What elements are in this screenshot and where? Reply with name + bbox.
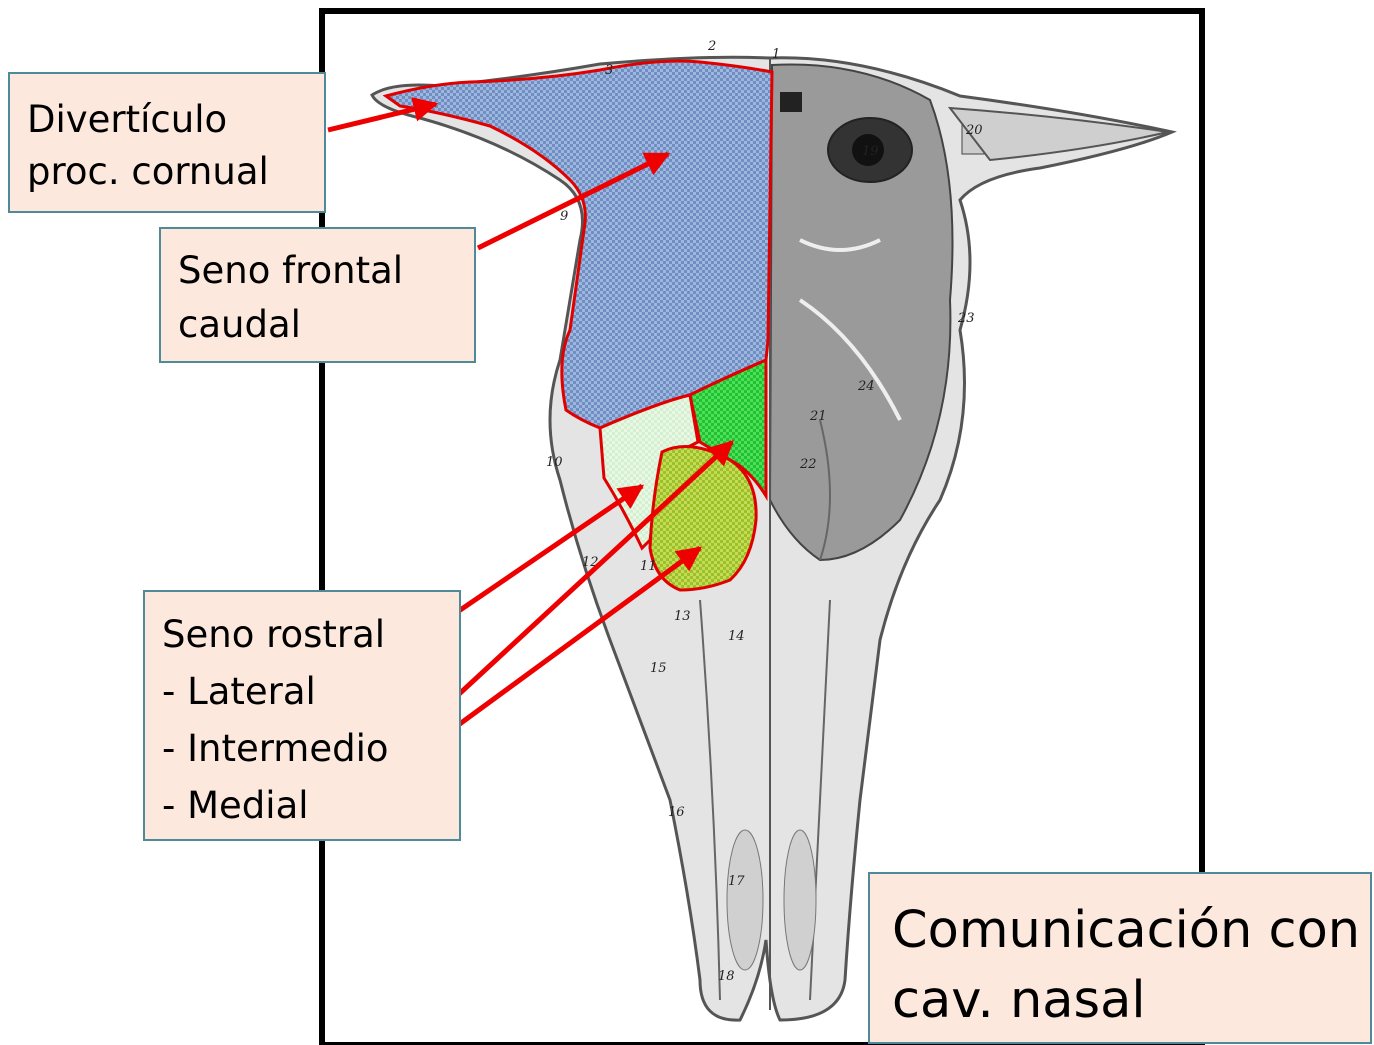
label-line-lateral: - Lateral — [162, 663, 459, 720]
skull-number: 18 — [718, 969, 735, 984]
skull-number: 19 — [784, 97, 801, 112]
label-diverticulo-proc-cornual: Divertículo proc. cornual — [8, 72, 326, 213]
skull-number: 21 — [809, 409, 827, 424]
label-line: proc. cornual — [27, 146, 324, 198]
label-line: cav. nasal — [892, 966, 1370, 1036]
skull-number: 3 — [605, 63, 613, 78]
skull-number: 2 — [707, 39, 716, 54]
skull-number: 11 — [640, 559, 657, 574]
skull-number: 14 — [728, 629, 745, 644]
label-line: Comunicación con — [892, 896, 1370, 966]
skull-number: 17 — [728, 874, 745, 889]
skull-number: 16 — [668, 805, 685, 820]
label-line-medial: - Medial — [162, 777, 459, 834]
skull-number: 24 — [857, 379, 875, 394]
skull-number: 13 — [674, 609, 691, 624]
label-seno-rostral: Seno rostral - Lateral - Intermedio - Me… — [143, 590, 461, 841]
skull-number: 1 — [772, 47, 780, 62]
label-line: Seno frontal — [178, 244, 474, 298]
label-line: caudal — [178, 298, 474, 352]
label-line: Seno rostral — [162, 606, 459, 663]
label-comunicacion-cav-nasal: Comunicación con cav. nasal — [868, 872, 1372, 1044]
skull-number: 20 — [965, 123, 983, 138]
skull-number: 9 — [560, 209, 568, 224]
skull-number: 23 — [957, 311, 975, 326]
skull-number: 15 — [650, 661, 667, 676]
label-line-intermedio: - Intermedio — [162, 720, 459, 777]
skull-number: 10 — [546, 455, 563, 470]
skull-number: 22 — [799, 457, 817, 472]
label-line: Divertículo — [27, 94, 324, 146]
skull-number: 19 — [862, 144, 879, 159]
label-seno-frontal-caudal: Seno frontal caudal — [159, 227, 476, 363]
